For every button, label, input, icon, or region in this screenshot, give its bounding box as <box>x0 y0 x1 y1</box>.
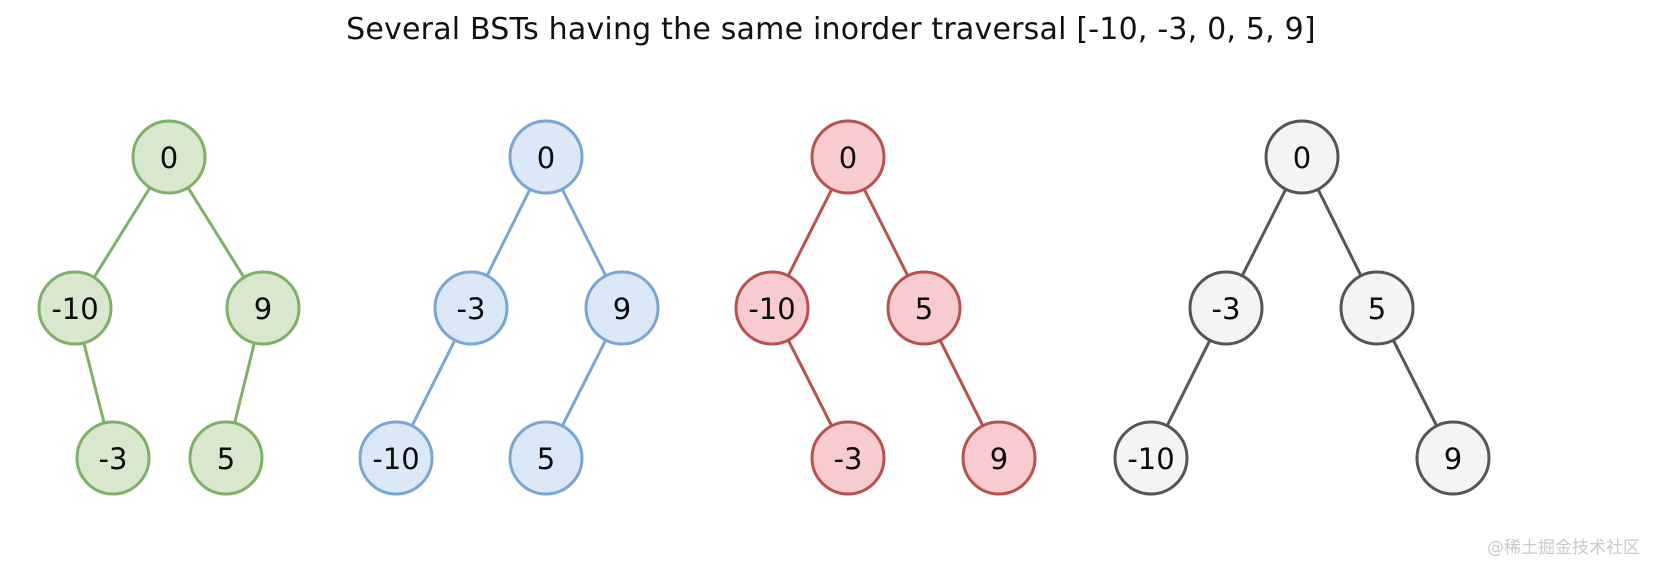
tree-edge <box>1315 185 1364 280</box>
tree-node-circle[interactable] <box>188 420 264 496</box>
tree-node-label: 5 <box>217 442 235 476</box>
tree-node[interactable]: -3 <box>75 420 151 496</box>
tree-edge <box>1164 336 1213 430</box>
tree-node-label: -3 <box>834 442 863 476</box>
tree-node[interactable]: 5 <box>1339 270 1415 346</box>
tree-edge <box>559 336 609 430</box>
tree-edge <box>1390 336 1440 430</box>
tree-node-label: 0 <box>160 141 178 175</box>
tree-node[interactable]: -10 <box>734 270 810 346</box>
tree-node-circle[interactable] <box>508 420 584 496</box>
tree-node[interactable]: 0 <box>1264 119 1340 195</box>
tree-node-circle[interactable] <box>810 119 886 195</box>
bst-tree-3: 0 -10 5 -3 9 <box>734 119 1037 496</box>
tree-node-circle[interactable] <box>508 119 584 195</box>
tree-node-circle[interactable] <box>1415 420 1491 496</box>
tree-node-label: 5 <box>915 292 933 326</box>
tree-node-label: 0 <box>537 141 555 175</box>
tree-node-label: -10 <box>748 292 795 326</box>
tree-node-circle[interactable] <box>886 270 962 346</box>
tree-edge <box>81 339 107 427</box>
tree-node-label: -10 <box>1127 442 1174 476</box>
bst-tree-4: 0 -3 5 -10 9 <box>1113 119 1491 496</box>
tree-node[interactable]: 0 <box>810 119 886 195</box>
tree-node-circle[interactable] <box>433 270 509 346</box>
tree-node-circle[interactable] <box>75 420 151 496</box>
tree-node-label: 5 <box>537 442 555 476</box>
tree-edge <box>409 336 458 430</box>
tree-node-label: -10 <box>51 292 98 326</box>
tree-edge <box>185 184 247 281</box>
tree-node[interactable]: -3 <box>1188 270 1264 346</box>
tree-node[interactable]: 5 <box>508 420 584 496</box>
tree-node-label: -3 <box>99 442 128 476</box>
tree-node-circle[interactable] <box>584 270 660 346</box>
tree-node-label: 9 <box>254 292 272 326</box>
tree-edge <box>1239 185 1289 280</box>
tree-node-label: 0 <box>839 141 857 175</box>
tree-edge <box>484 185 533 280</box>
tree-node[interactable]: 9 <box>584 270 660 346</box>
tree-node-circle[interactable] <box>961 420 1037 496</box>
bst-tree-2: 0 -3 9 -10 5 <box>358 119 660 496</box>
tree-node-circle[interactable] <box>1188 270 1264 346</box>
tree-edge <box>559 185 609 280</box>
tree-node-label: 9 <box>613 292 631 326</box>
tree-node-circle[interactable] <box>37 270 113 346</box>
tree-edge <box>91 184 153 281</box>
tree-edge <box>785 336 835 430</box>
tree-node-label: 9 <box>990 442 1008 476</box>
tree-node[interactable]: 9 <box>225 270 301 346</box>
tree-node[interactable]: -10 <box>358 420 434 496</box>
tree-node-circle[interactable] <box>1339 270 1415 346</box>
tree-node-circle[interactable] <box>225 270 301 346</box>
tree-node[interactable]: 5 <box>886 270 962 346</box>
tree-node[interactable]: 0 <box>508 119 584 195</box>
tree-node-label: -10 <box>372 442 419 476</box>
tree-node-circle[interactable] <box>131 119 207 195</box>
page-title: Several BSTs having the same inorder tra… <box>346 12 1316 47</box>
tree-node[interactable]: -10 <box>1113 420 1189 496</box>
tree-node[interactable]: 9 <box>961 420 1037 496</box>
tree-node[interactable]: -10 <box>37 270 113 346</box>
tree-node[interactable]: -3 <box>810 420 886 496</box>
watermark-label: @稀土掘金技术社区 <box>1487 538 1640 558</box>
tree-node-label: 5 <box>1368 292 1386 326</box>
tree-node-label: 0 <box>1293 141 1311 175</box>
tree-node[interactable]: 0 <box>131 119 207 195</box>
tree-node-label: 9 <box>1444 442 1462 476</box>
tree-node[interactable]: -3 <box>433 270 509 346</box>
tree-node[interactable]: 5 <box>188 420 264 496</box>
tree-node-circle[interactable] <box>358 420 434 496</box>
tree-node-circle[interactable] <box>810 420 886 496</box>
tree-node-label: -3 <box>457 292 486 326</box>
tree-edge <box>861 185 911 280</box>
tree-edge <box>785 185 835 280</box>
tree-node-circle[interactable] <box>1113 420 1189 496</box>
tree-edge <box>232 339 257 427</box>
tree-node-label: -3 <box>1212 292 1241 326</box>
tree-node-circle[interactable] <box>1264 119 1340 195</box>
tree-node-circle[interactable] <box>734 270 810 346</box>
bst-tree-1: 0 -10 9 -3 5 <box>37 119 301 496</box>
tree-edge <box>937 336 986 430</box>
tree-node[interactable]: 9 <box>1415 420 1491 496</box>
